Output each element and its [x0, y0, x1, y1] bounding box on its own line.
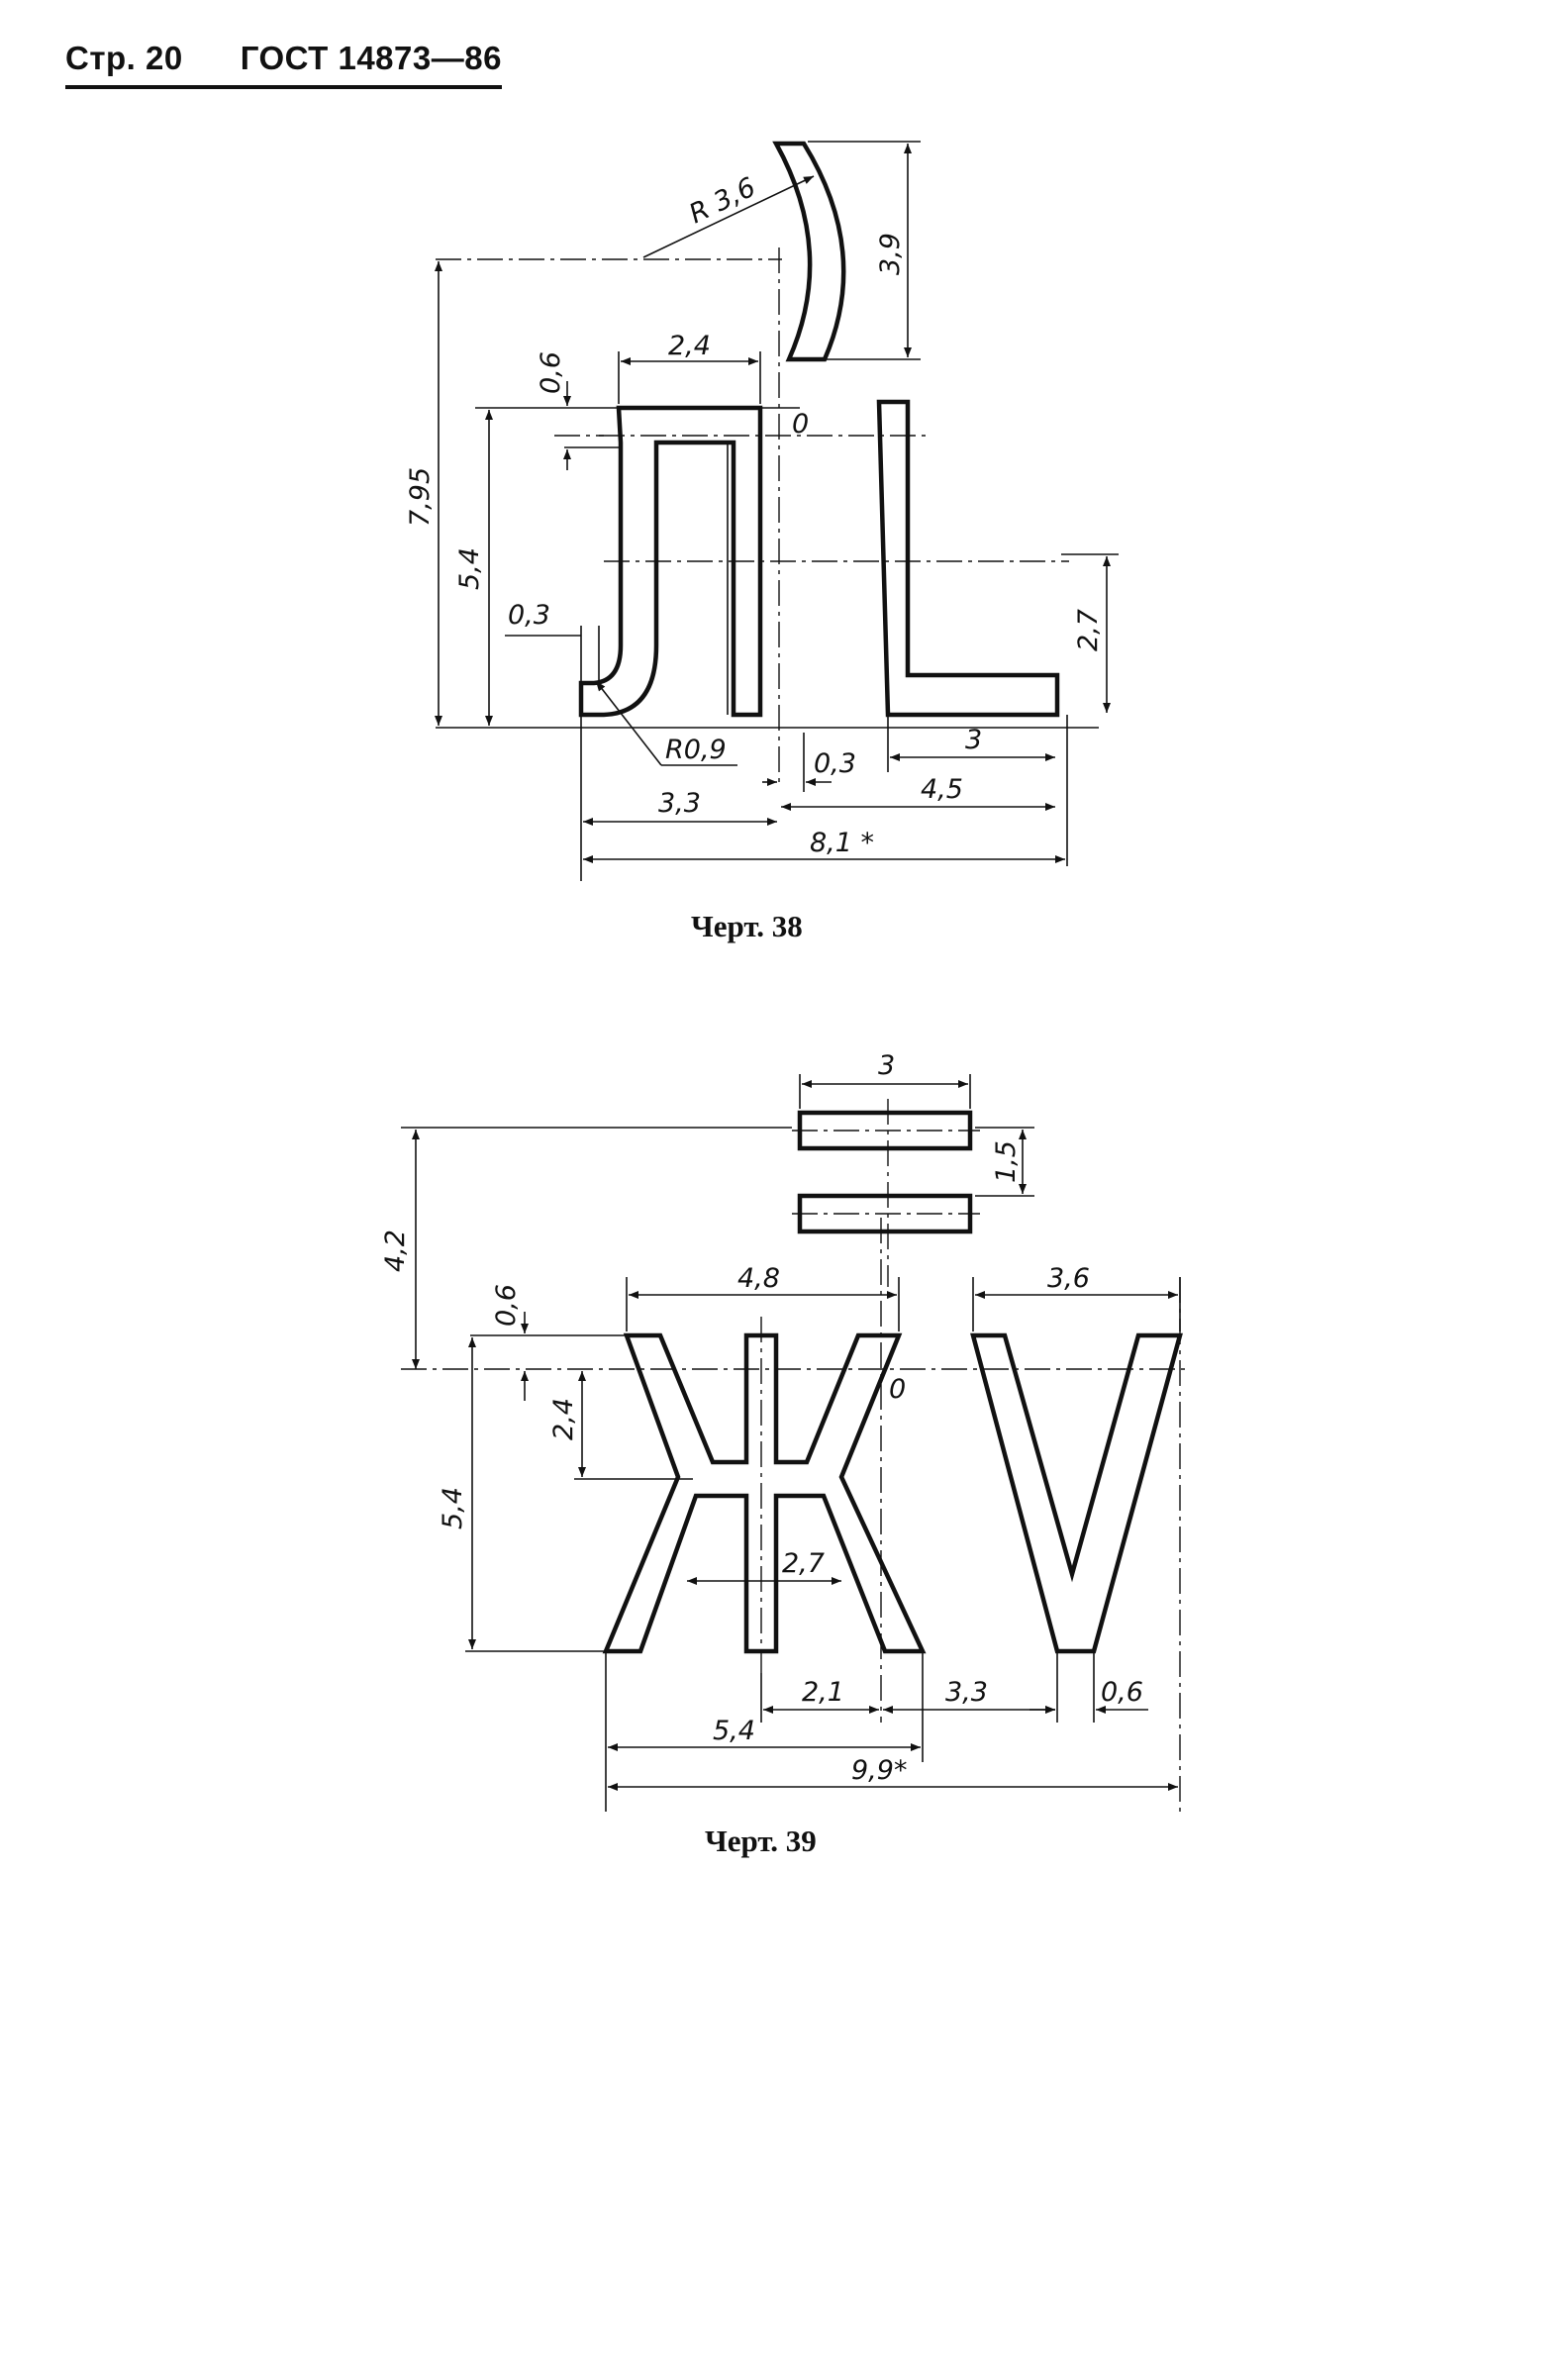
dim-2-4: 2,4 — [548, 1398, 579, 1440]
dim-r0-9: R0,9 — [665, 735, 727, 765]
figure-39: 3 1,5 4,2 4,8 3,6 0,6 0 2,4 5,4 2,7 2,1 … — [380, 1050, 1188, 1812]
dim-1-5: 1,5 — [991, 1140, 1022, 1183]
letter-L — [876, 399, 1060, 718]
dim-4-5: 4,5 — [921, 774, 963, 805]
dim-5-4: 5,4 — [454, 547, 485, 590]
dim-4-2: 4,2 — [380, 1230, 411, 1272]
dim-3: 3 — [965, 725, 982, 755]
figure-38: R 3,6 3,9 2,4 0,6 0 7,95 5,4 0,3 2,7 R0,… — [405, 141, 1119, 881]
origin-zero: 0 — [792, 409, 809, 440]
standard-code: ГОСТ 14873—86 — [240, 40, 502, 76]
dim-2-1: 2,1 — [802, 1677, 844, 1708]
figure-39-caption: Черт. 39 — [705, 1823, 817, 1858]
dim-r36: R 3,6 — [684, 172, 760, 231]
dim-2-7: 2,7 — [1073, 609, 1104, 651]
dim-7-95: 7,95 — [405, 467, 436, 527]
dim-0-3-left: 0,3 — [508, 600, 550, 631]
page-number: Стр. 20 — [65, 40, 183, 76]
dim-3-3: 3,3 — [658, 788, 701, 819]
dim-4-8: 4,8 — [737, 1263, 780, 1294]
origin-zero: 0 — [889, 1374, 906, 1405]
dim-3-6: 3,6 — [1047, 1263, 1090, 1294]
figure-38-caption: Черт. 38 — [691, 909, 803, 943]
dim-5-4-horizontal: 5,4 — [713, 1716, 755, 1746]
letter-v — [970, 1332, 1183, 1654]
dim-0-6-top: 0,6 — [491, 1284, 522, 1327]
arc-piece — [772, 141, 846, 362]
dim-8-1: 8,1 * — [810, 828, 874, 858]
letter-el — [578, 405, 763, 718]
dim-3: 3 — [878, 1050, 895, 1081]
dim-3-3: 3,3 — [945, 1677, 988, 1708]
dim-0-6-bottom: 0,6 — [1101, 1677, 1143, 1708]
dim-2-7: 2,7 — [782, 1548, 825, 1579]
dim-2-4: 2,4 — [668, 331, 711, 361]
dim-0-3-mid: 0,3 — [814, 748, 856, 779]
dim-5-4-vertical: 5,4 — [438, 1487, 468, 1529]
dim-3-9: 3,9 — [875, 233, 906, 275]
page-header: Стр. 20 ГОСТ 14873—86 — [65, 40, 502, 89]
letter-zh — [602, 1332, 927, 1654]
dim-0-6: 0,6 — [536, 351, 566, 394]
dim-9-9: 9,9* — [851, 1755, 907, 1786]
